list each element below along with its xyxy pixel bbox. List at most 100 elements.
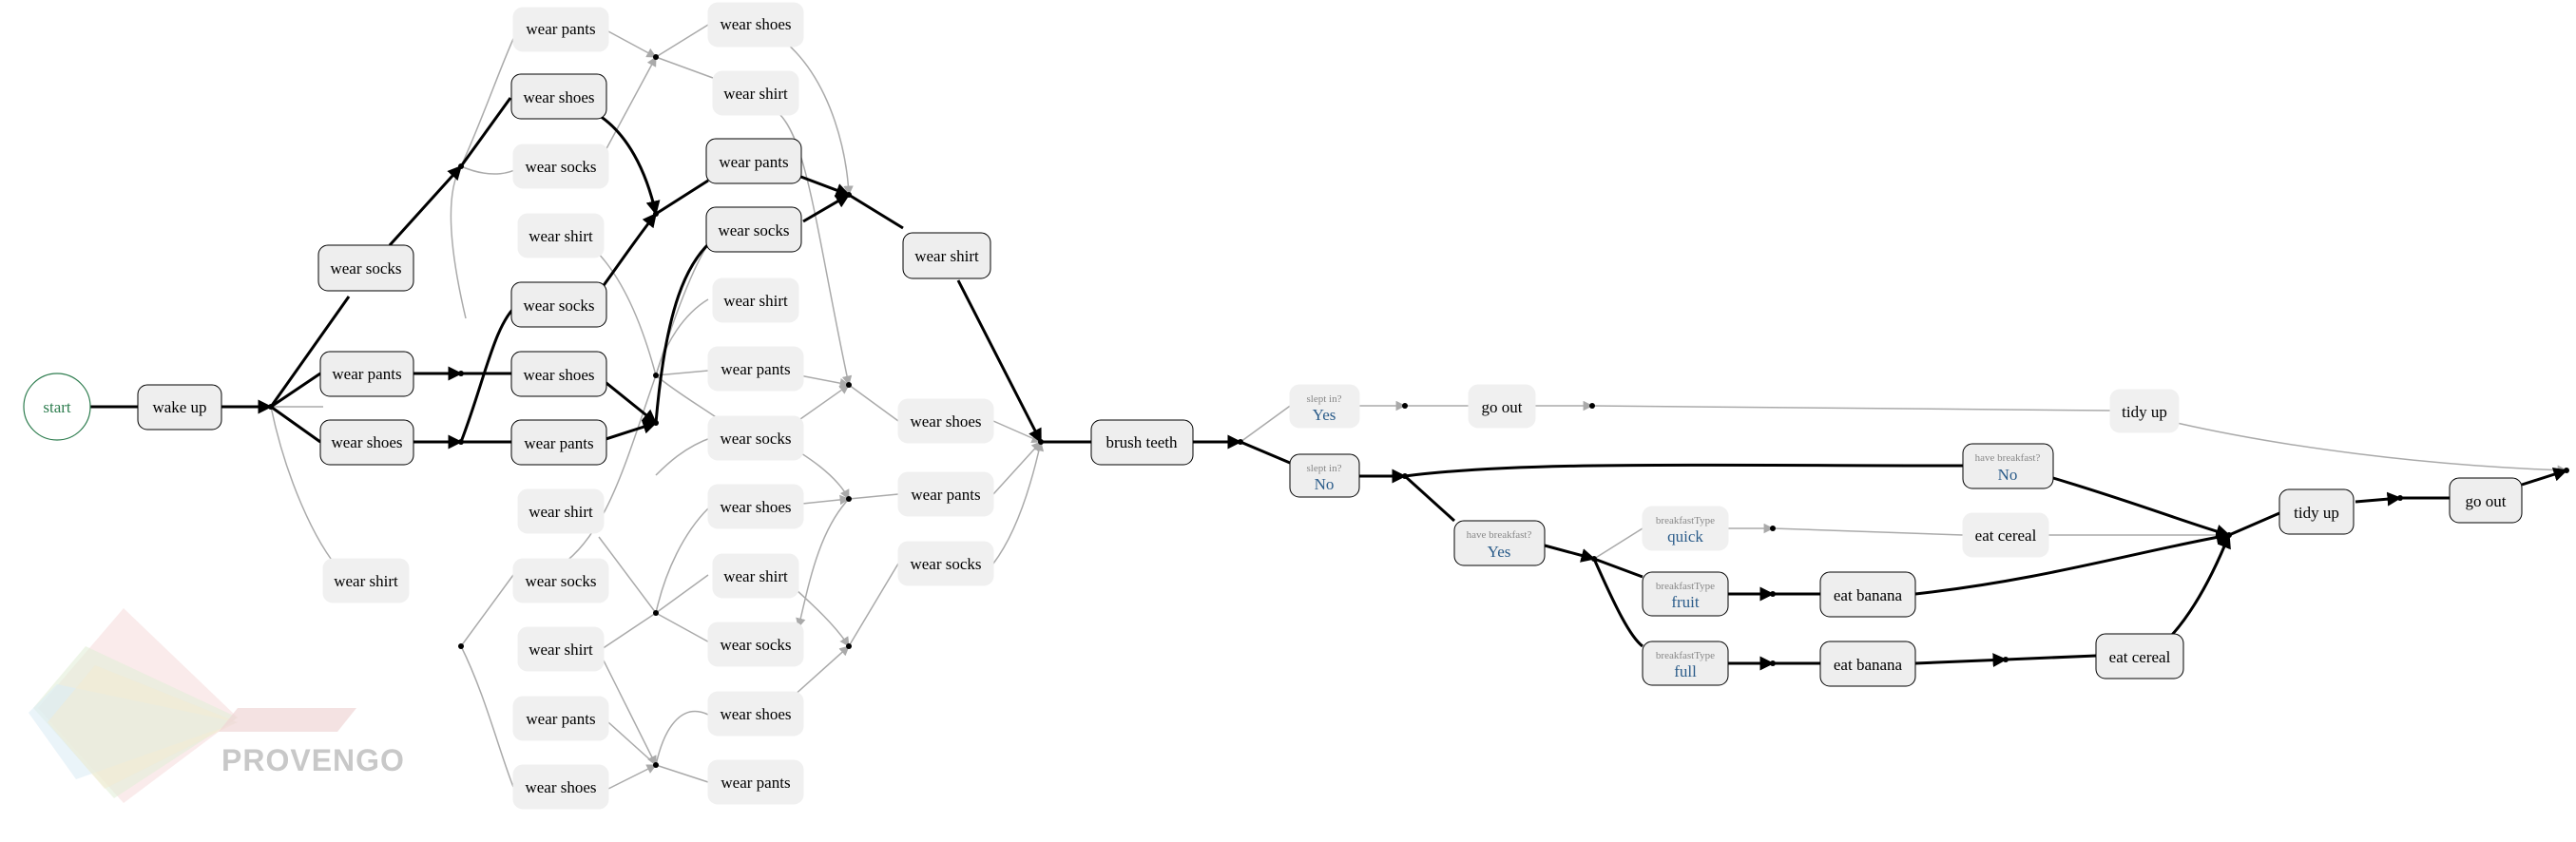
l4-node-0[interactable]: wear shoes bbox=[707, 2, 804, 48]
l3-node-10[interactable]: wear pants bbox=[512, 696, 609, 741]
l3-node-9[interactable]: wear shirt bbox=[517, 626, 605, 672]
eat-banana-2-node[interactable]: eat banana bbox=[1819, 641, 1916, 687]
have-breakfast-yes-question: have breakfast? bbox=[1467, 529, 1532, 541]
slept-in-no-question: slept in? bbox=[1307, 463, 1342, 474]
wear-shirt-l2-label: wear shirt bbox=[334, 572, 398, 590]
wear-pants-l5-node[interactable]: wear pants bbox=[897, 471, 994, 517]
l4-node-7[interactable]: wear shoes bbox=[707, 484, 804, 529]
wear-shirt-l5-node[interactable]: wear shirt bbox=[902, 232, 991, 279]
l4-node-2[interactable]: wear pants bbox=[705, 138, 802, 184]
go-out-2-node[interactable]: go out bbox=[2449, 477, 2523, 524]
junction-dots bbox=[268, 54, 2569, 768]
eat-cereal-2-label: eat cereal bbox=[2109, 648, 2171, 666]
l3-label-10: wear pants bbox=[526, 710, 595, 728]
wear-shirt-l5-label: wear shirt bbox=[914, 247, 979, 265]
eat-banana-1-label: eat banana bbox=[1834, 586, 1903, 604]
l4-label-10: wear shoes bbox=[720, 705, 791, 723]
l3-node-7[interactable]: wear shirt bbox=[517, 488, 605, 534]
l3-node-5[interactable]: wear shoes bbox=[510, 351, 607, 397]
breakfast-type-quick-node[interactable]: breakfastType quick bbox=[1642, 506, 1729, 551]
breakfast-type-full-node[interactable]: breakfastType full bbox=[1642, 641, 1729, 686]
l4-label-7: wear shoes bbox=[720, 498, 791, 516]
l3-node-8[interactable]: wear socks bbox=[512, 558, 609, 603]
breakfast-type-full-value: full bbox=[1674, 662, 1697, 680]
wear-shoes-l5-node[interactable]: wear shoes bbox=[897, 398, 994, 444]
wear-pants-l2-node[interactable]: wear pants bbox=[319, 351, 414, 397]
breakfast-type-fruit-node[interactable]: breakfastType fruit bbox=[1642, 571, 1729, 617]
l4-node-9[interactable]: wear socks bbox=[707, 622, 804, 667]
slept-in-yes-value: Yes bbox=[1313, 406, 1336, 424]
l3-node-3[interactable]: wear shirt bbox=[517, 213, 605, 258]
l4-label-5: wear pants bbox=[721, 360, 790, 378]
wear-shirt-l2-node[interactable]: wear shirt bbox=[322, 558, 410, 603]
l4-label-2: wear pants bbox=[719, 153, 788, 171]
wake-up-label: wake up bbox=[152, 398, 206, 416]
breakfast-type-fruit-question: breakfastType bbox=[1656, 581, 1715, 592]
provengo-logo: PROVENGO bbox=[29, 608, 404, 803]
wear-socks-l2-node[interactable]: wear socks bbox=[317, 244, 414, 292]
l3-node-1[interactable]: wear shoes bbox=[510, 73, 607, 120]
l4-node-3[interactable]: wear socks bbox=[705, 206, 802, 253]
wear-pants-l2-label: wear pants bbox=[332, 365, 401, 383]
l4-node-1[interactable]: wear shirt bbox=[712, 70, 799, 116]
l3-label-0: wear pants bbox=[526, 20, 595, 38]
slept-in-yes-node[interactable]: slept in? Yes bbox=[1289, 384, 1360, 429]
wear-socks-l2-label: wear socks bbox=[330, 259, 401, 277]
l4-label-0: wear shoes bbox=[720, 15, 791, 33]
eat-cereal-2-node[interactable]: eat cereal bbox=[2095, 633, 2184, 679]
brush-teeth-node[interactable]: brush teeth bbox=[1090, 419, 1194, 466]
tidy-up-2-label: tidy up bbox=[2294, 504, 2339, 522]
wear-shoes-l5-label: wear shoes bbox=[910, 412, 981, 431]
dim-edges bbox=[270, 24, 2568, 790]
start-node[interactable]: start bbox=[23, 373, 91, 441]
go-out-2-label: go out bbox=[2466, 492, 2507, 510]
breakfast-type-fruit-value: fruit bbox=[1671, 593, 1700, 611]
l3-label-6: wear pants bbox=[524, 434, 593, 452]
l4-node-10[interactable]: wear shoes bbox=[707, 691, 804, 737]
l3-label-8: wear socks bbox=[525, 572, 596, 590]
have-breakfast-no-question: have breakfast? bbox=[1975, 452, 2041, 464]
eat-cereal-1-node[interactable]: eat cereal bbox=[1962, 512, 2049, 558]
l4-node-8[interactable]: wear shirt bbox=[712, 553, 799, 599]
l3-label-3: wear shirt bbox=[529, 227, 593, 245]
tidy-up-1-label: tidy up bbox=[2122, 403, 2167, 421]
wear-pants-l5-label: wear pants bbox=[911, 486, 980, 504]
l4-node-5[interactable]: wear pants bbox=[707, 346, 804, 392]
l3-node-4[interactable]: wear socks bbox=[510, 281, 607, 328]
go-out-1-node[interactable]: go out bbox=[1468, 384, 1536, 429]
l3-label-5: wear shoes bbox=[523, 366, 594, 384]
have-breakfast-no-node[interactable]: have breakfast? No bbox=[1962, 443, 2054, 489]
l4-node-4[interactable]: wear shirt bbox=[712, 277, 799, 323]
brush-teeth-label: brush teeth bbox=[1105, 433, 1178, 451]
wake-up-node[interactable]: wake up bbox=[137, 384, 222, 431]
have-breakfast-yes-node[interactable]: have breakfast? Yes bbox=[1453, 520, 1546, 566]
l3-label-1: wear shoes bbox=[523, 88, 594, 106]
l4-label-3: wear socks bbox=[718, 221, 789, 239]
l4-label-6: wear socks bbox=[720, 430, 791, 448]
tidy-up-1-node[interactable]: tidy up bbox=[2109, 389, 2180, 433]
eat-banana-2-label: eat banana bbox=[1834, 656, 1903, 674]
wear-socks-l5-node[interactable]: wear socks bbox=[897, 541, 994, 586]
wear-shoes-l2-node[interactable]: wear shoes bbox=[319, 419, 414, 466]
eat-banana-1-node[interactable]: eat banana bbox=[1819, 571, 1916, 618]
slept-in-yes-question: slept in? bbox=[1307, 393, 1342, 405]
have-breakfast-no-value: No bbox=[1998, 466, 2018, 484]
l4-node-6[interactable]: wear socks bbox=[707, 415, 804, 461]
highlighted-edges bbox=[90, 97, 2568, 671]
l4-node-11[interactable]: wear pants bbox=[707, 759, 804, 805]
l4-label-9: wear socks bbox=[720, 636, 791, 654]
l4-label-8: wear shirt bbox=[723, 567, 788, 585]
l3-label-7: wear shirt bbox=[529, 503, 593, 521]
l3-node-2[interactable]: wear socks bbox=[512, 144, 609, 189]
slept-in-no-node[interactable]: slept in? No bbox=[1289, 453, 1360, 498]
l3-node-6[interactable]: wear pants bbox=[510, 419, 607, 466]
l3-node-0[interactable]: wear pants bbox=[512, 7, 609, 52]
l3-node-11[interactable]: wear shoes bbox=[512, 764, 609, 810]
go-out-1-label: go out bbox=[1482, 398, 1523, 416]
start-label: start bbox=[43, 398, 71, 416]
l3-label-2: wear socks bbox=[525, 158, 596, 176]
have-breakfast-yes-value: Yes bbox=[1488, 543, 1511, 561]
wear-shoes-l2-label: wear shoes bbox=[331, 433, 402, 451]
tidy-up-2-node[interactable]: tidy up bbox=[2278, 488, 2355, 535]
